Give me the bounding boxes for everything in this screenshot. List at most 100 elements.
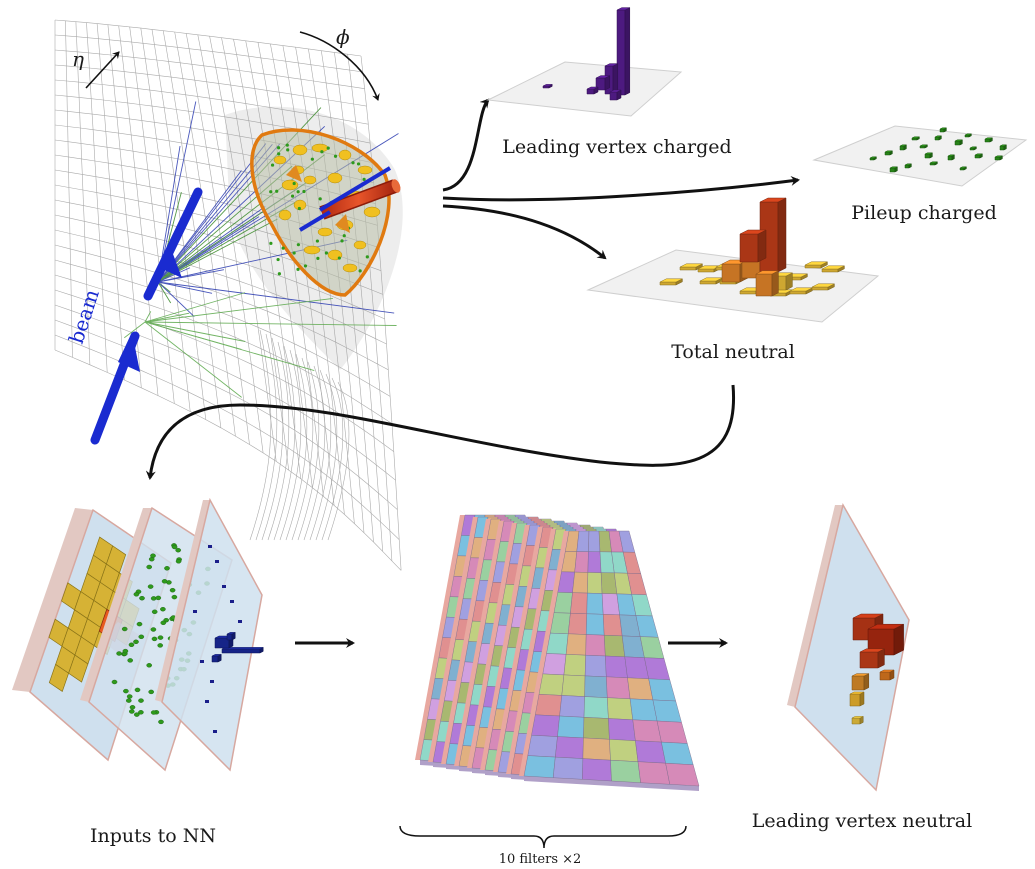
pileup-cell (929, 161, 938, 166)
charged-bar (586, 86, 599, 95)
pileup-input-dot (157, 643, 163, 648)
neutral-cell (821, 265, 845, 273)
charged-bar (609, 89, 622, 101)
pileup-input-dot (133, 639, 139, 644)
phi-axis-arrow (299, 31, 380, 101)
output-bar (851, 715, 864, 725)
pileup-cell (974, 153, 983, 159)
flow-arrows (145, 98, 800, 480)
pileup-input-dot (138, 634, 145, 639)
pileup-input-dot (160, 607, 166, 612)
output-bar (859, 648, 885, 669)
flow-arrow-leading-charged (442, 98, 490, 192)
pileup-cell (999, 144, 1007, 151)
pileup-cell (947, 154, 955, 161)
pileup-cell (889, 166, 898, 173)
pileup-cell (994, 155, 1003, 161)
pileup-input-dot (158, 719, 164, 725)
jet-region (250, 128, 401, 297)
pileup-input-dot (133, 712, 140, 717)
charged-input-dot (208, 545, 212, 548)
pileup-input-dot (133, 592, 140, 597)
pileup-input-dot (148, 689, 154, 695)
charged-input-dot (200, 660, 204, 663)
pileup-cell (899, 144, 907, 151)
pileup-input-dot (146, 564, 152, 570)
pileup-input-dot (151, 636, 158, 642)
neutral-input-cell (48, 663, 70, 693)
inputs-to-nn-label: Inputs to NN (90, 825, 216, 847)
pileup-cell (959, 166, 967, 171)
pileup-cell (954, 139, 963, 146)
pileup-input-dot (122, 648, 129, 654)
pileup-input-dot (175, 559, 182, 564)
neutral-cell (804, 261, 828, 269)
pileup-input-dot (138, 710, 144, 715)
eta-axis-arrow (85, 51, 120, 89)
neutral-input-cell (68, 654, 89, 683)
neutral-cell (697, 265, 721, 273)
charged-input-dot (193, 610, 197, 613)
pileup-charged-label: Pileup charged (851, 202, 996, 224)
pileup-cell (869, 156, 877, 161)
inputs-to-nn-stack (12, 497, 264, 772)
charged-bar (616, 7, 631, 96)
output-bar (867, 623, 904, 656)
pileup-input-dot (127, 658, 133, 663)
detector-mesh-icon (54, 19, 403, 571)
filters-brace (399, 825, 687, 849)
filters-label: 10 filters ×2 (499, 852, 582, 867)
neutral-cell (789, 287, 813, 295)
pileup-input-dot (126, 694, 133, 699)
pileup-input-dot (147, 584, 154, 589)
charged-input-dot (210, 680, 214, 683)
total-neutral-panel (586, 197, 880, 323)
flow-arrow-pileup (442, 175, 800, 202)
eta-label: η (72, 47, 84, 71)
pileup-input-dot (157, 635, 164, 640)
beam-label: beam (64, 286, 104, 346)
flow-arrow-total-neutral (442, 204, 607, 260)
pileup-cell (924, 152, 933, 159)
pileup-charged-panel (812, 125, 1028, 187)
leading-vertex-neutral-label: Leading vertex neutral (752, 810, 972, 832)
charged-input-bar (221, 646, 264, 654)
beam-arrows (90, 187, 203, 445)
pileup-input-dot (123, 688, 129, 694)
pileup-input-dot (151, 609, 158, 614)
charged-input-bar (214, 635, 234, 649)
pileup-cell (969, 146, 977, 151)
pileup-input-dot (164, 566, 170, 571)
input-plane-charged (155, 497, 264, 772)
charged-bar (542, 83, 553, 89)
pileup-input-dot (116, 651, 122, 656)
pileup-input-dot (126, 698, 132, 703)
neutral-bar (739, 229, 767, 263)
pileup-input-dot (150, 627, 157, 632)
pileup-input-dot (134, 687, 141, 693)
neutral-cell (811, 283, 835, 291)
pileup-input-dot (128, 709, 135, 714)
pileup-cell (919, 144, 928, 149)
charged-input-bar (226, 631, 236, 641)
charged-input-dot (222, 585, 226, 588)
charged-input-dot (238, 620, 242, 623)
output-bar (879, 669, 895, 681)
pileup-cell (984, 137, 993, 143)
pileup-input-dot (169, 588, 176, 593)
pileup-cell (884, 150, 893, 156)
pileup-cell (939, 127, 947, 133)
pileup-input-dot (155, 595, 162, 601)
pileup-input-dot (175, 548, 181, 553)
charged-input-dot (205, 700, 209, 703)
phi-label: ϕ (336, 25, 350, 49)
total-neutral-label: Total neutral (671, 341, 795, 363)
neutral-cell (679, 263, 703, 271)
charged-input-dot (213, 730, 217, 733)
output-bar (849, 691, 865, 707)
flow-arrow-to-inputs (145, 384, 736, 480)
pileup-input-dot (121, 626, 128, 632)
pileup-input-dot (150, 710, 157, 715)
charged-input-dot (215, 560, 219, 563)
